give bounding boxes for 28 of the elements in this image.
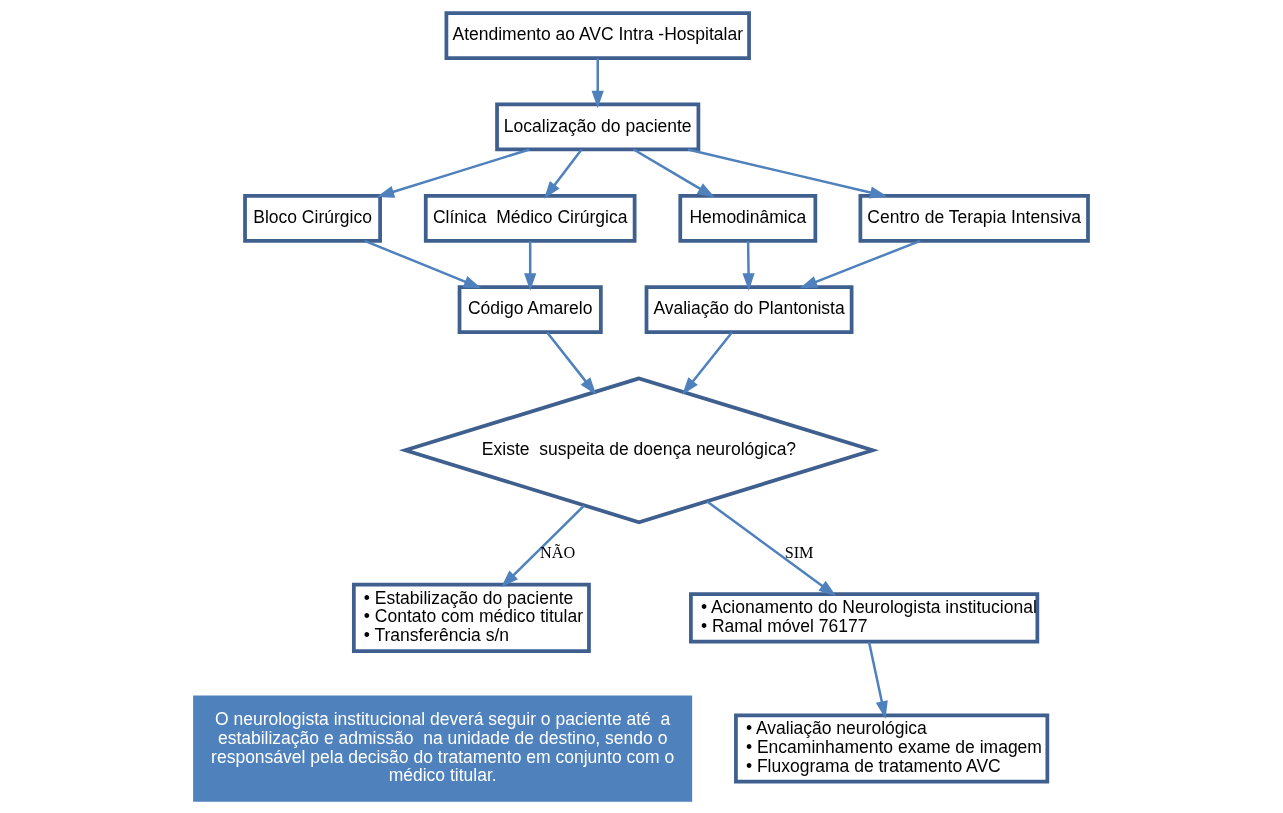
arrow — [633, 148, 715, 198]
node-box: Hemodinâmica — [678, 193, 818, 243]
node-box: • Acionamento do Neurologista institucional • Ramal móvel 76177 — [689, 592, 1040, 644]
arrow — [682, 331, 733, 395]
node-box: • Avaliação neurológica • Encaminhamento exame de imagem • Fluxograma de tratamento AVC — [734, 713, 1050, 784]
arrow — [706, 500, 837, 597]
node-box: Bloco Cirúrgico — [243, 193, 382, 243]
node-box: Avaliação do Plantonista — [644, 285, 854, 334]
arrow — [376, 148, 530, 198]
arrow — [364, 239, 482, 289]
node-box: Código Amarelo — [457, 285, 603, 334]
edge-label: SIM — [784, 543, 814, 562]
arrow — [591, 58, 604, 109]
arrow — [742, 241, 755, 291]
node-box: Clínica Médico Cirúrgica — [423, 193, 637, 243]
arrow — [546, 331, 597, 395]
node-box: Centro de Terapia Intensiva — [858, 193, 1090, 243]
node-box: Atendimento ao AVC Intra -Hospitalar — [444, 11, 751, 61]
arrow — [524, 241, 537, 291]
node-box: • Estabilização do paciente • Contato com médico titular • Transferência s/n — [351, 582, 591, 653]
arrow — [799, 239, 921, 289]
arrow — [544, 148, 583, 199]
node-box: Localização do paciente — [495, 102, 701, 152]
arrow — [867, 641, 888, 719]
arrow — [501, 504, 585, 588]
arrow — [687, 148, 888, 199]
edge-label: NÃO — [540, 543, 576, 562]
node-box: O neurologista institucional deverá seguir o paciente até a estabilização e admissão na unidade de destino, sendo o responsável pela decisão do tratamento em conjunto com o médico titular. — [193, 695, 693, 802]
